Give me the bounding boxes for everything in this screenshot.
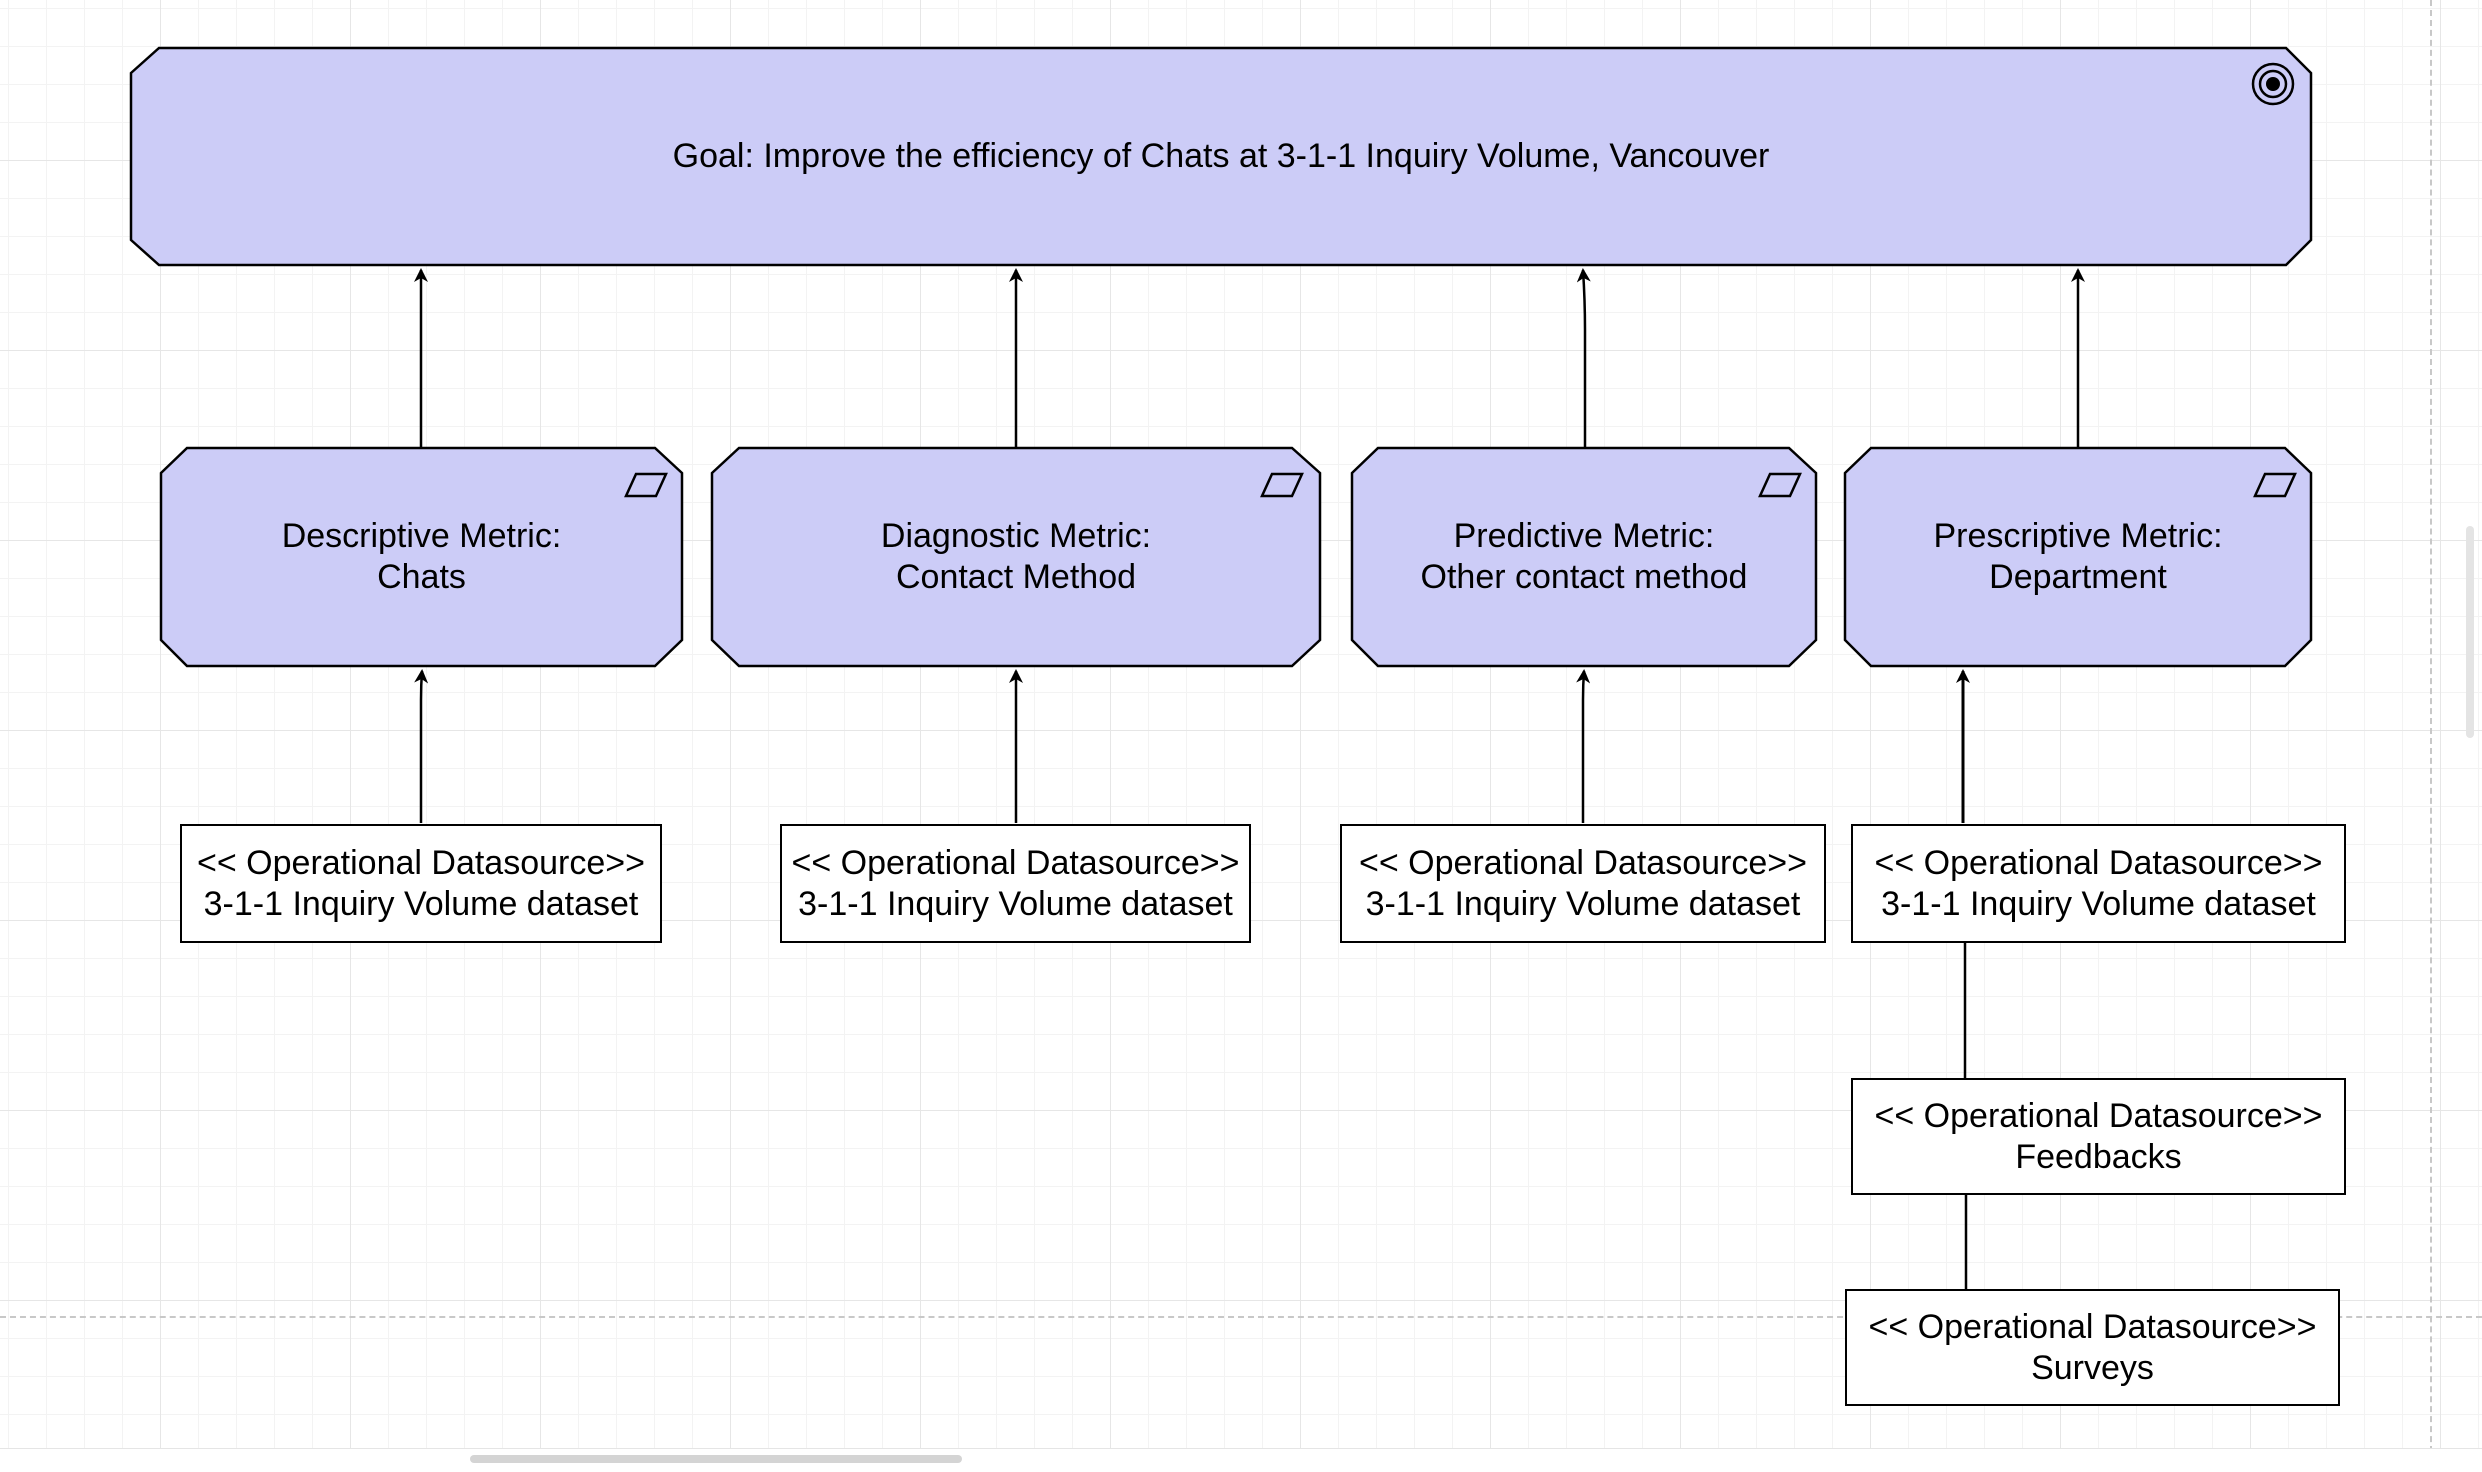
goal-text: Goal: Improve the efficiency of Chats at…: [672, 137, 1770, 175]
metric-name: Other contact method: [1420, 558, 1748, 596]
datasource-box[interactable]: << Operational Datasource>> 3-1-1 Inquir…: [1851, 824, 2346, 943]
metric-label-prescriptive: Prescriptive Metric: Department: [1845, 448, 2311, 666]
page-break-vertical: [2430, 0, 2432, 1472]
datasource-box-feedbacks[interactable]: << Operational Datasource>> Feedbacks: [1851, 1078, 2346, 1195]
metric-shape-prescriptive[interactable]: [1843, 446, 2313, 668]
parallelogram-icon: [1758, 472, 1802, 498]
page-break-horizontal: [0, 1316, 2482, 1318]
metric-name: Contact Method: [895, 558, 1137, 596]
datasource-stereotype: << Operational Datasource>>: [1359, 843, 1807, 882]
metric-label-predictive: Predictive Metric: Other contact method: [1352, 448, 1816, 666]
goal-label: Goal: Improve the efficiency of Chats at…: [131, 48, 2311, 265]
datasource-box[interactable]: << Operational Datasource>> 3-1-1 Inquir…: [180, 824, 662, 943]
parallelogram-icon: [2253, 472, 2297, 498]
canvas-footer: [0, 1448, 2482, 1472]
metric-name: Department: [1989, 558, 2167, 596]
datasource-stereotype: << Operational Datasource>>: [197, 843, 645, 882]
metric-title: Diagnostic Metric:: [880, 517, 1152, 555]
horizontal-scrollbar[interactable]: [470, 1455, 962, 1463]
metric-title: Descriptive Metric:: [281, 517, 562, 555]
datasource-box-surveys[interactable]: << Operational Datasource>> Surveys: [1845, 1289, 2340, 1406]
metric-name: Chats: [377, 558, 466, 596]
datasource-stereotype: << Operational Datasource>>: [1874, 1096, 2323, 1135]
connector-predictive-to-goal[interactable]: [1576, 268, 1591, 447]
metric-title: Predictive Metric:: [1453, 517, 1715, 555]
datasource-name: Surveys: [2031, 1348, 2154, 1387]
datasource-name: 3-1-1 Inquiry Volume dataset: [798, 884, 1233, 923]
parallelogram-icon: [624, 472, 668, 498]
metric-shape-descriptive[interactable]: [159, 446, 684, 668]
datasource-stereotype: << Operational Datasource>>: [791, 843, 1240, 882]
metric-shape-predictive[interactable]: [1350, 446, 1818, 668]
datasource-name: 3-1-1 Inquiry Volume dataset: [203, 884, 639, 923]
datasource-name: Feedbacks: [2015, 1137, 2182, 1176]
goal-target-icon: [2251, 62, 2295, 106]
connector-datasource1-to-descriptive[interactable]: [414, 669, 429, 823]
connector-datasource3-to-predictive[interactable]: [1576, 669, 1591, 823]
datasource-stereotype: << Operational Datasource>>: [1874, 843, 2323, 882]
goal-shape[interactable]: [129, 46, 2313, 267]
metric-label-diagnostic: Diagnostic Metric: Contact Method: [712, 448, 1320, 666]
metric-label-descriptive: Descriptive Metric: Chats: [161, 448, 682, 666]
parallelogram-icon: [1260, 472, 1304, 498]
metric-title: Prescriptive Metric:: [1933, 517, 2223, 555]
vertical-scrollbar[interactable]: [2466, 526, 2474, 738]
datasource-name: 3-1-1 Inquiry Volume dataset: [1365, 884, 1801, 923]
datasource-box[interactable]: << Operational Datasource>> 3-1-1 Inquir…: [780, 824, 1251, 943]
datasource-stereotype: << Operational Datasource>>: [1868, 1307, 2317, 1346]
metric-shape-diagnostic[interactable]: [710, 446, 1322, 668]
datasource-name: 3-1-1 Inquiry Volume dataset: [1881, 884, 2316, 923]
datasource-box[interactable]: << Operational Datasource>> 3-1-1 Inquir…: [1340, 824, 1826, 943]
